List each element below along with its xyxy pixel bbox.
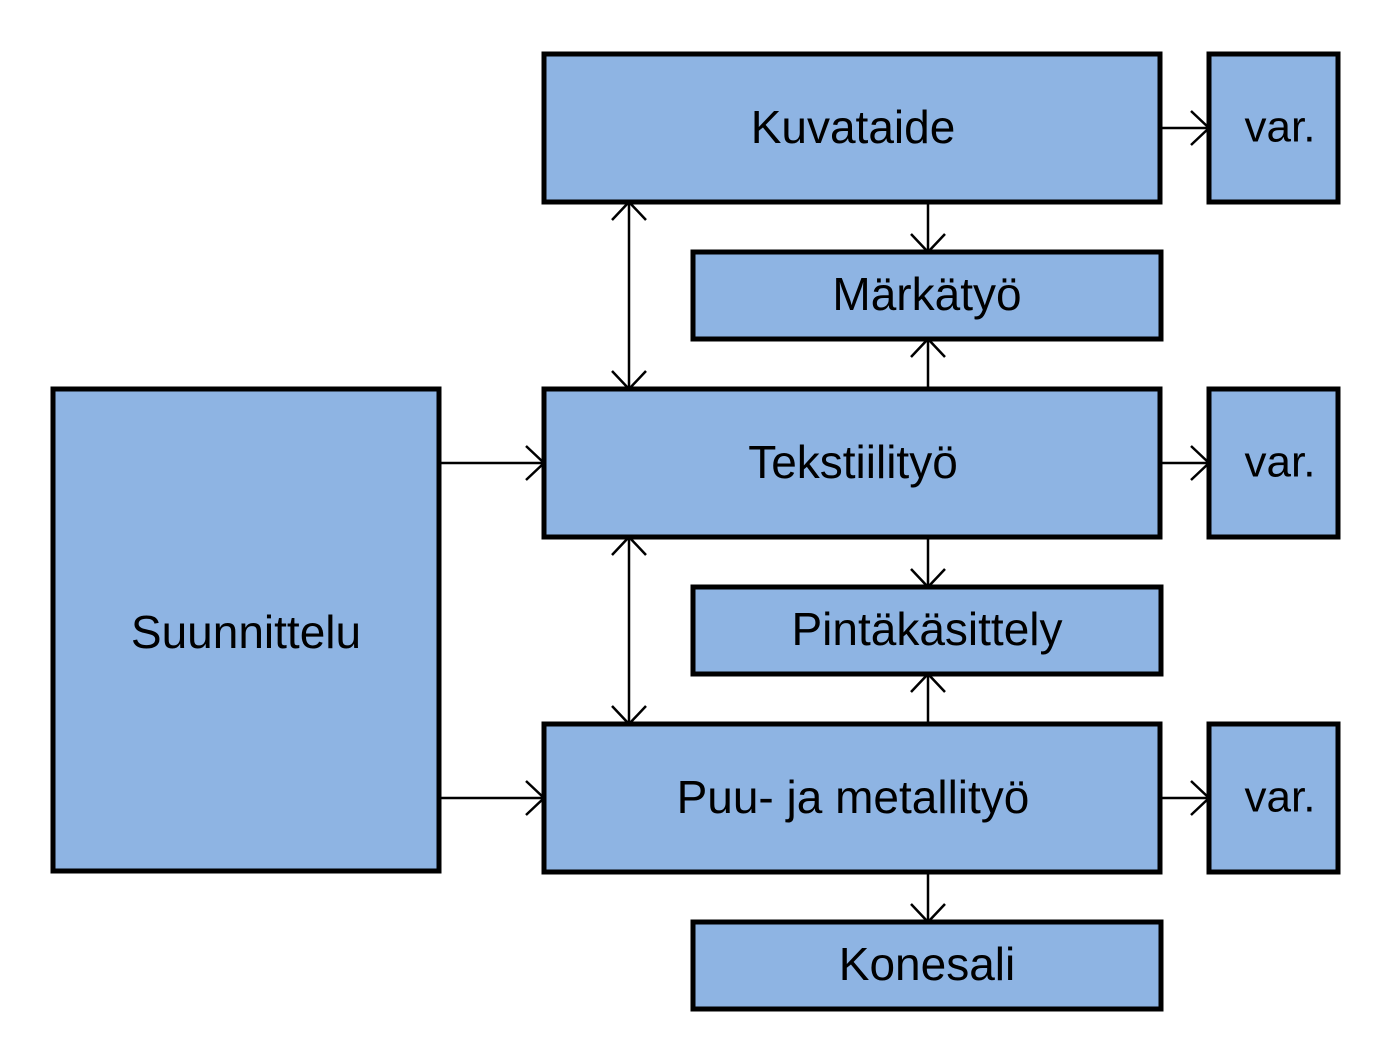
node-pintakasittely: Pintäkäsittely	[690, 584, 1164, 677]
node-tekstiilityo-label: Tekstiilityö	[748, 436, 958, 488]
node-markatyo-label: Märkätyö	[832, 268, 1021, 320]
node-tekstiilityo: Tekstiilityö	[541, 386, 1163, 540]
arrow-tekstiilityo-puu-metallityo-double	[611, 535, 647, 726]
node-pintakasittely-label: Pintäkäsittely	[791, 603, 1062, 655]
node-var-3: var.	[1206, 721, 1341, 875]
arrow-tekstiilityo-to-markatyo	[910, 337, 946, 389]
node-puu-metallityo: Puu- ja metallityö	[541, 721, 1163, 875]
arrow-suunnittelu-to-puu-metallityo	[441, 780, 546, 816]
node-konesali: Konesali	[690, 919, 1164, 1012]
node-suunnittelu: Suunnittelu	[50, 386, 442, 874]
node-var-3-label: var.	[1245, 773, 1316, 822]
arrow-suunnittelu-to-tekstiilityo	[441, 445, 546, 481]
arrow-puu-metallityo-to-konesali	[910, 872, 946, 924]
node-var-1: var.	[1206, 51, 1341, 205]
node-var-2-label: var.	[1245, 438, 1316, 487]
node-kuvataide-label: Kuvataide	[751, 101, 956, 153]
node-var-2: var.	[1206, 386, 1341, 540]
node-markatyo: Märkätyö	[690, 249, 1164, 342]
node-konesali-label: Konesali	[839, 938, 1015, 990]
node-kuvataide: Kuvataide	[541, 51, 1163, 205]
arrow-tekstiilityo-to-var	[1160, 445, 1211, 481]
node-var-1-label: var.	[1245, 103, 1316, 152]
node-puu-metallityo-label: Puu- ja metallityö	[677, 771, 1030, 823]
arrow-kuvataide-tekstiilityo-double	[611, 200, 647, 391]
node-suunnittelu-label: Suunnittelu	[131, 606, 361, 658]
arrow-kuvataide-to-markatyo	[910, 202, 946, 254]
arrow-puu-metallityo-to-var	[1160, 780, 1211, 816]
arrow-tekstiilityo-to-pintakasittely	[910, 537, 946, 589]
arrow-kuvataide-to-var	[1160, 110, 1211, 146]
arrow-puu-metallityo-to-pintakasittely	[910, 672, 946, 724]
